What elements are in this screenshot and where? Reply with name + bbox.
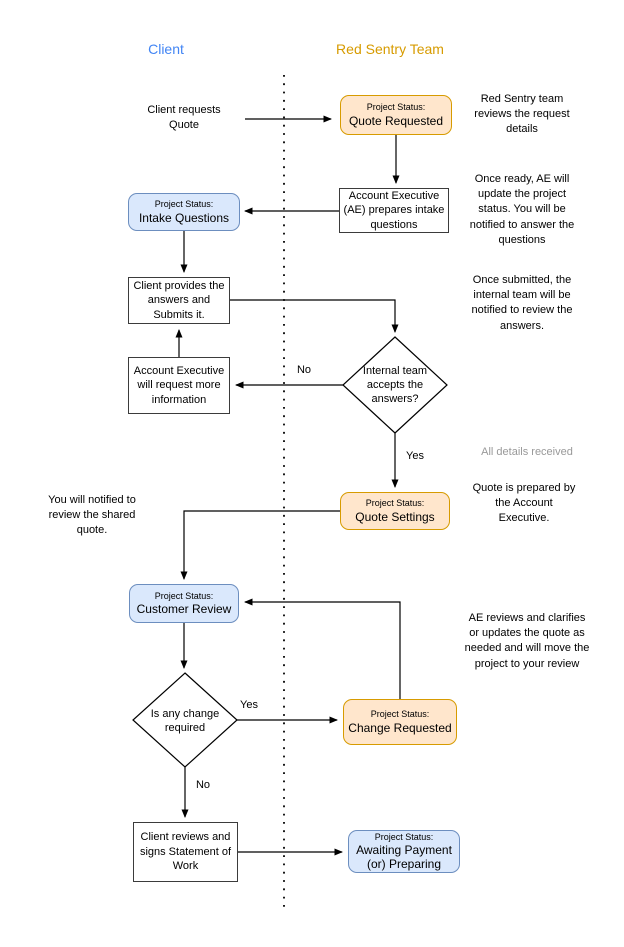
status-title: Project Status: <box>374 831 434 842</box>
status-title: Project Status: <box>366 102 426 113</box>
node-client-provides-answers: Client provides the answers and Submits … <box>128 277 230 324</box>
note-you-will-notified: You will notified to review the shared q… <box>48 494 136 537</box>
note-quote-prepared: Quote is prepared by the Account Executi… <box>472 482 576 525</box>
node-status-awaiting-payment: Project Status: Awaiting Payment (or) Pr… <box>348 830 460 873</box>
edge-label-yes: Yes <box>240 699 258 711</box>
decision-internal-accepts-label: Internal team accepts the answers? <box>362 364 428 406</box>
status-name: Awaiting Payment (or) Preparing <box>356 843 452 872</box>
node-status-quote-requested: Project Status: Quote Requested <box>340 95 452 135</box>
status-name: Quote Settings <box>355 509 435 524</box>
node-status-change-requested: Project Status: Change Requested <box>343 699 457 745</box>
decision-change-required-label: Is any change required <box>150 707 220 734</box>
note-once-ready: Once ready, AE will update the project s… <box>469 173 575 246</box>
edge-label-no: No <box>296 364 312 376</box>
status-name: Intake Questions <box>138 210 230 225</box>
edge-label-yes: Yes <box>406 450 424 462</box>
node-client-signs-sow: Client reviews and signs Statement of Wo… <box>133 822 238 882</box>
lane-header-client: Client <box>148 41 184 57</box>
lane-header-red-sentry-team: Red Sentry Team <box>336 41 444 57</box>
node-ae-request-more-info: Account Executive will request more info… <box>128 357 230 414</box>
edge-label-no: No <box>195 779 211 791</box>
status-title: Project Status: <box>154 590 214 601</box>
note-once-submitted: Once submitted, the internal team will b… <box>471 274 573 332</box>
node-status-intake-questions: Project Status: Intake Questions <box>128 193 240 231</box>
status-name: Quote Requested <box>348 113 444 128</box>
note-reviews-request: Red Sentry team reviews the request deta… <box>474 93 570 136</box>
status-title: Project Status: <box>365 498 425 509</box>
decision-internal-accepts-shape <box>342 336 448 434</box>
status-title: Project Status: <box>370 709 430 720</box>
node-ae-prepares-intake: Account Executive (AE) prepares intake q… <box>339 188 449 233</box>
node-status-quote-settings: Project Status: Quote Settings <box>340 492 450 530</box>
status-name: Change Requested <box>348 720 452 735</box>
node-client-requests-quote: Client requests Quote <box>147 104 221 131</box>
note-ae-reviews: AE reviews and clarifies or updates the … <box>464 612 590 670</box>
status-title: Project Status: <box>154 199 214 210</box>
node-status-customer-review: Project Status: Customer Review <box>129 584 239 623</box>
note-all-details-received: All details received <box>481 446 573 458</box>
status-name: Customer Review <box>136 602 232 617</box>
decision-change-required-shape <box>132 672 238 768</box>
